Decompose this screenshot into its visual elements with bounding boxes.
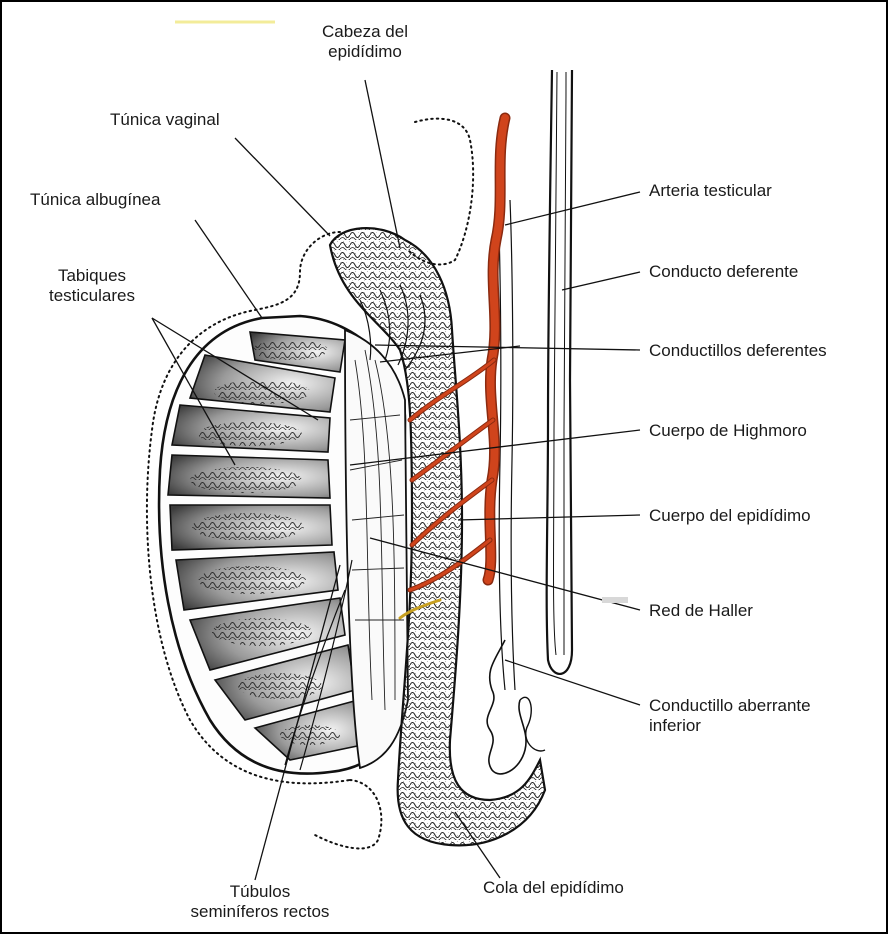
label-tunica-vaginal: Túnica vaginal bbox=[110, 110, 220, 130]
label-tunica-albuginea: Túnica albugínea bbox=[30, 190, 160, 210]
spermatic-cord bbox=[547, 70, 572, 674]
label-cabeza-epididimo: Cabeza del epidídimo bbox=[300, 22, 430, 62]
label-tabiques: Tabiques testiculares bbox=[22, 266, 162, 306]
label-cabeza-line2: epidídimo bbox=[300, 42, 430, 62]
label-arteria-testicular: Arteria testicular bbox=[649, 181, 772, 201]
scan-artifact bbox=[602, 597, 628, 603]
label-conducto-deferente: Conducto deferente bbox=[649, 262, 798, 282]
label-red-haller: Red de Haller bbox=[649, 601, 753, 621]
label-tubulos-line1: Túbulos bbox=[180, 882, 340, 902]
label-aberrante-line2: inferior bbox=[649, 716, 811, 736]
label-tubulos: Túbulos seminíferos rectos bbox=[180, 882, 340, 922]
label-conductillo-aberrante: Conductillo aberrante inferior bbox=[649, 696, 811, 736]
label-tabiques-line2: testiculares bbox=[22, 286, 162, 306]
tunica-vaginal-outline bbox=[408, 119, 473, 265]
label-conductillos-deferentes: Conductillos deferentes bbox=[649, 341, 827, 361]
mediastinum bbox=[345, 330, 408, 768]
label-cuerpo-highmoro: Cuerpo de Highmoro bbox=[649, 421, 807, 441]
label-tubulos-line2: seminíferos rectos bbox=[180, 902, 340, 922]
label-tabiques-line1: Tabiques bbox=[22, 266, 162, 286]
label-cabeza-line1: Cabeza del bbox=[300, 22, 430, 42]
label-cuerpo-epididimo: Cuerpo del epidídimo bbox=[649, 506, 811, 526]
label-aberrante-line1: Conductillo aberrante bbox=[649, 696, 811, 716]
label-cola-epididimo: Cola del epidídimo bbox=[483, 878, 624, 898]
